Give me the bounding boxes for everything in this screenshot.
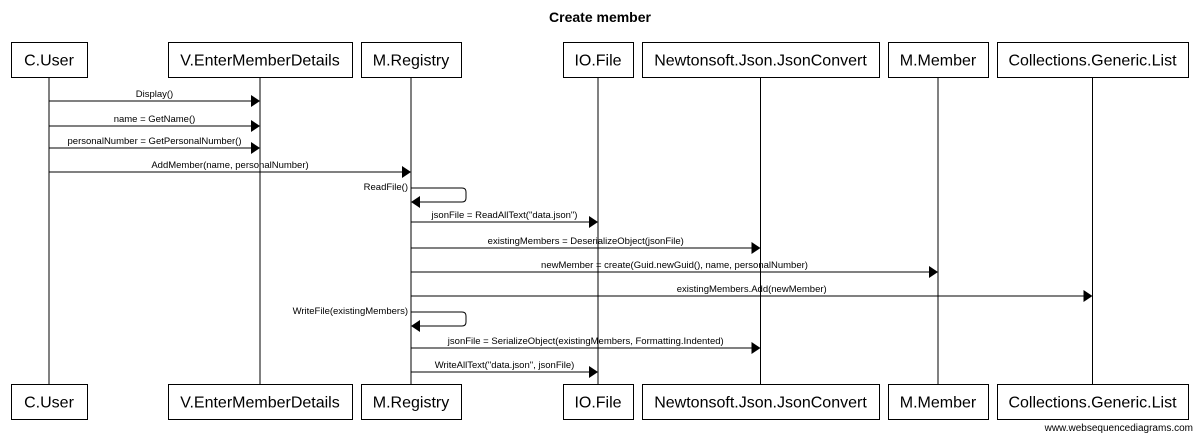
message-label: existingMembers = DeserializeObject(json… bbox=[488, 236, 684, 247]
message-12: WriteAllText("data.json", jsonFile) bbox=[411, 360, 598, 378]
message-11: jsonFile = SerializeObject(existingMembe… bbox=[411, 336, 761, 354]
participant-box bbox=[361, 42, 462, 78]
participant-box bbox=[168, 42, 353, 78]
participant-label: Newtonsoft.Json.JsonConvert bbox=[654, 395, 867, 412]
participant-box bbox=[361, 384, 462, 420]
participant-file-bottom: IO.File bbox=[563, 384, 634, 420]
participant-label: Collections.Generic.List bbox=[1008, 53, 1177, 70]
message-label: personalNumber = GetPersonalNumber() bbox=[68, 136, 242, 147]
participant-box bbox=[997, 384, 1189, 420]
participant-list-top: Collections.Generic.List bbox=[997, 42, 1189, 78]
participant-box bbox=[11, 42, 88, 78]
message-7: existingMembers = DeserializeObject(json… bbox=[411, 236, 761, 254]
arrowhead bbox=[251, 120, 260, 132]
message-label: WriteAllText("data.json", jsonFile) bbox=[435, 360, 575, 371]
participant-label: C.User bbox=[24, 53, 74, 70]
participant-label: C.User bbox=[24, 395, 74, 412]
message-arrow bbox=[411, 187, 467, 203]
participant-label: V.EnterMemberDetails bbox=[180, 395, 339, 412]
message-2: name = GetName() bbox=[49, 114, 260, 132]
message-label: ReadFile() bbox=[364, 182, 408, 193]
participant-label: IO.File bbox=[574, 53, 621, 70]
arrowhead bbox=[589, 216, 598, 228]
arrowhead bbox=[1083, 290, 1093, 302]
participant-registry-bottom: M.Registry bbox=[361, 384, 462, 420]
participant-registry-top: M.Registry bbox=[361, 42, 462, 78]
message-label: jsonFile = ReadAllText("data.json") bbox=[431, 210, 578, 221]
message-label: newMember = create(Guid.newGuid(), name,… bbox=[541, 260, 808, 271]
participant-label: M.Registry bbox=[373, 53, 449, 70]
message-6: jsonFile = ReadAllText("data.json") bbox=[411, 210, 598, 228]
message-label: WriteFile(existingMembers) bbox=[293, 306, 408, 317]
participant-user-bottom: C.User bbox=[11, 384, 88, 420]
participant-label: Collections.Generic.List bbox=[1008, 395, 1177, 412]
arrowhead bbox=[411, 196, 420, 208]
arrowhead bbox=[251, 142, 260, 154]
participant-box bbox=[997, 42, 1189, 78]
arrowhead bbox=[251, 95, 260, 107]
message-4: AddMember(name, personalNumber) bbox=[49, 160, 411, 178]
diagram-title: Create member bbox=[549, 9, 651, 25]
arrowhead bbox=[751, 342, 761, 354]
participant-label: Newtonsoft.Json.JsonConvert bbox=[654, 53, 867, 70]
arrowhead bbox=[411, 320, 420, 332]
participant-label: M.Registry bbox=[373, 395, 449, 412]
message-5: ReadFile() bbox=[364, 182, 467, 208]
participant-json-top: Newtonsoft.Json.JsonConvert bbox=[642, 42, 880, 78]
participant-file-top: IO.File bbox=[563, 42, 634, 78]
message-8: newMember = create(Guid.newGuid(), name,… bbox=[411, 260, 938, 278]
participant-box bbox=[888, 384, 989, 420]
participant-label: M.Member bbox=[900, 395, 977, 412]
arrowhead bbox=[589, 366, 598, 378]
participant-view-top: V.EnterMemberDetails bbox=[168, 42, 353, 78]
participant-json-bottom: Newtonsoft.Json.JsonConvert bbox=[642, 384, 880, 420]
message-1: Display() bbox=[49, 89, 260, 107]
participant-box bbox=[563, 384, 634, 420]
participant-box bbox=[642, 384, 880, 420]
arrowhead bbox=[751, 242, 761, 254]
participant-label: M.Member bbox=[900, 53, 977, 70]
arrowhead bbox=[929, 266, 938, 278]
message-label: existingMembers.Add(newMember) bbox=[677, 284, 827, 295]
participant-member-bottom: M.Member bbox=[888, 384, 989, 420]
message-label: Display() bbox=[136, 89, 173, 100]
participants-bottom: C.User V.EnterMemberDetails M.Registry IO.F… bbox=[11, 384, 1189, 420]
participant-box bbox=[563, 42, 634, 78]
participant-member-top: M.Member bbox=[888, 42, 989, 78]
lifelines bbox=[48, 77, 1093, 384]
message-label: AddMember(name, personalNumber) bbox=[151, 160, 308, 171]
participant-label: V.EnterMemberDetails bbox=[180, 53, 339, 70]
participant-box bbox=[11, 384, 88, 420]
participant-box bbox=[888, 42, 989, 78]
message-arrow bbox=[411, 311, 467, 327]
participant-box bbox=[168, 384, 353, 420]
footer-watermark: www.websequencediagrams.com bbox=[1044, 423, 1193, 434]
participant-label: IO.File bbox=[574, 395, 621, 412]
arrowhead bbox=[402, 166, 411, 178]
message-3: personalNumber = GetPersonalNumber() bbox=[49, 136, 260, 154]
participants-top: C.User V.EnterMemberDetails M.Registry IO.F… bbox=[11, 42, 1189, 78]
participant-user-top: C.User bbox=[11, 42, 88, 78]
participant-list-bottom: Collections.Generic.List bbox=[997, 384, 1189, 420]
message-label: name = GetName() bbox=[114, 114, 196, 125]
messages: Display() name = GetName() personalNumber … bbox=[49, 89, 1093, 378]
message-10: WriteFile(existingMembers) bbox=[293, 306, 467, 332]
participant-view-bottom: V.EnterMemberDetails bbox=[168, 384, 353, 420]
message-label: jsonFile = SerializeObject(existingMembe… bbox=[447, 336, 724, 347]
message-9: existingMembers.Add(newMember) bbox=[411, 284, 1093, 302]
participant-box bbox=[642, 42, 880, 78]
